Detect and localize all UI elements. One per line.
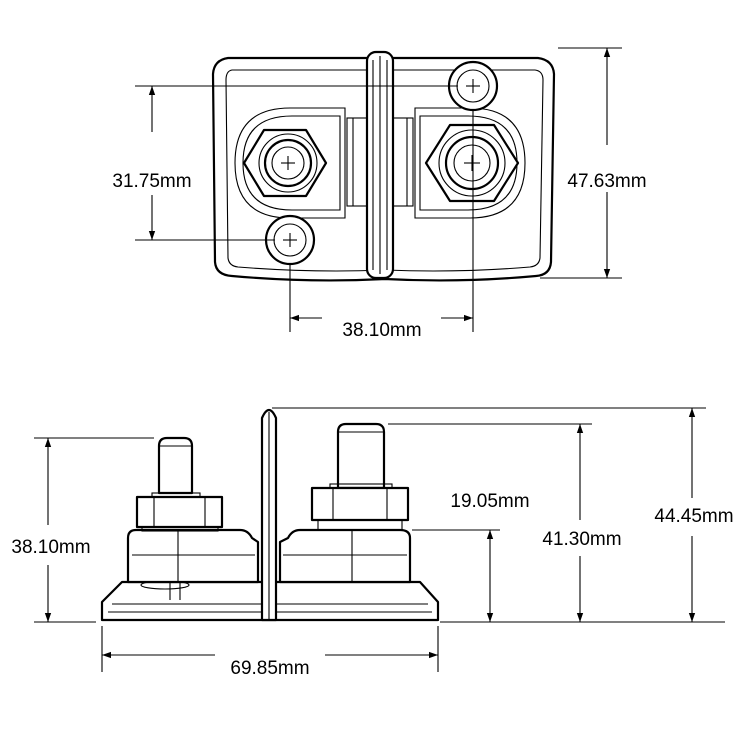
dim-label-38-10-side: 38.10mm bbox=[11, 537, 90, 558]
dim-label-19-05: 19.05mm bbox=[450, 491, 529, 512]
dim-31-75: 31.75mm bbox=[112, 85, 458, 241]
dim-47-63: 47.63mm bbox=[540, 47, 647, 279]
dim-69-85: 69.85mm bbox=[101, 626, 439, 679]
dim-label-47-63: 47.63mm bbox=[567, 171, 646, 192]
dim-41-30: 41.30mm bbox=[388, 423, 622, 622]
left-stud-nut bbox=[242, 128, 328, 198]
dim-label-44-45: 44.45mm bbox=[654, 506, 733, 527]
dim-44-45: 44.45mm bbox=[272, 407, 734, 622]
right-stud bbox=[310, 422, 410, 531]
dim-38-10-side: 38.10mm bbox=[11, 437, 154, 623]
dim-label-31-75: 31.75mm bbox=[112, 171, 191, 192]
side-view: 38.10mm 19.05mm 41.30mm 44.45mm bbox=[11, 407, 734, 679]
dim-19-05: 19.05mm bbox=[412, 491, 530, 622]
right-stud-nut bbox=[424, 123, 520, 203]
dim-label-38-10-top: 38.10mm bbox=[342, 320, 421, 341]
left-stud bbox=[135, 436, 224, 532]
top-view: 31.75mm 47.63mm 38.10mm bbox=[112, 47, 647, 341]
dim-38-10-top: 38.10mm bbox=[289, 110, 474, 341]
dim-label-41-30: 41.30mm bbox=[542, 529, 621, 550]
dim-label-69-85: 69.85mm bbox=[230, 658, 309, 679]
